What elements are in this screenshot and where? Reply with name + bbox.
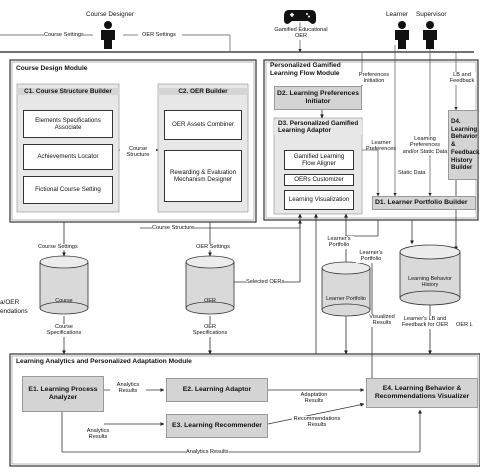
static-data-label: Static Data	[398, 170, 426, 177]
oer-spec-label: OER Specifications	[190, 324, 230, 337]
learners-lb-label: Learner's LB and Feedback for OER	[400, 316, 450, 329]
course-design-module-inner	[11, 61, 255, 221]
course-settings-db-label: Course Settings	[38, 244, 78, 251]
learner-label: Learner	[386, 11, 409, 18]
analytics-results-label: Analytics Results	[110, 382, 146, 395]
flow-module-frame	[263, 59, 479, 221]
course-structure-mid-label: Course Structure	[120, 146, 156, 159]
flow-module-title-line2: Learning Flow Module	[270, 70, 340, 77]
gamepad-icon	[284, 10, 316, 24]
course-db-label: Course	[55, 298, 73, 304]
recommendations-results-label: Recommendations Results	[292, 416, 342, 429]
oer-l-label: OER L	[456, 322, 473, 328]
course-structure-long-label: Course Structure	[152, 225, 195, 232]
oer-db-icon	[185, 255, 235, 315]
course-settings-top-label: Course Settings	[44, 32, 84, 39]
history-db-label: Learning Behavior History	[408, 276, 452, 289]
analytics-module-frame	[9, 353, 480, 467]
c1-item-fictional: Fictional Course Setting	[23, 176, 113, 204]
lb-feedback-top-label: LB and Feedback	[448, 72, 476, 85]
d3-header: D3. Personalized Gamified Learning Adapt…	[274, 120, 362, 135]
learner-preferences-label: Learner Preferences	[365, 140, 397, 153]
left-cut-label: a/OER	[0, 299, 20, 306]
d4-box: D4. Learning Behavior & Feedback History…	[448, 110, 480, 180]
d2-box: D2. Learning Preferences Initiator	[274, 86, 362, 110]
history-db-icon	[399, 244, 461, 306]
d3-item-visualization: Learning Visualization	[284, 190, 354, 210]
learners-portfolio-label-b: Learner's Portfolio	[356, 250, 386, 263]
e3-box: E3. Learning Recommender	[166, 414, 268, 438]
learners-portfolio-label-a: Learner's Portfolio	[324, 236, 354, 249]
portfolio-db-label: Learner Portfolio	[326, 296, 366, 302]
e4-box: E4. Learning Behavior & Recommendations …	[366, 378, 478, 408]
e1-box: E1. Learning Process Analyzer	[22, 376, 104, 412]
c2-header: C2. OER Builder	[158, 88, 248, 96]
course-spec-label: Course Specifications	[44, 324, 84, 337]
course-db-icon	[39, 255, 89, 315]
d3-item-customizer: OERs Customizer	[284, 174, 354, 186]
left-cut-label-2: endations	[0, 308, 28, 315]
learning-preferences-static-label: Learning Preferences and/or Static Data	[402, 136, 448, 156]
analytics-module-inner	[11, 355, 479, 465]
e3-to-e4-arrow	[267, 402, 365, 425]
visualized-results-label: Visualized Results	[366, 314, 398, 327]
oer-settings-db-label: OER Settings	[196, 244, 230, 251]
analytics-results-bottom-label: Analytics Results	[186, 449, 229, 456]
analytics-results-label-2: Analytics Results	[80, 428, 116, 441]
learner-icon	[395, 21, 409, 49]
selected-oers-label: Selected OERs	[246, 279, 285, 286]
d1-box: D1. Learner Portfolio Builder	[372, 196, 476, 210]
portfolio-db-icon	[321, 261, 371, 317]
c2-item-assets: OER Assets Combiner	[164, 110, 242, 140]
oer-db-label: OER	[204, 298, 216, 304]
d3-item-aligner: Gamified Learning Flow Aligner	[284, 150, 354, 170]
c1-item-achievements: Achievements Locator	[23, 144, 113, 170]
course-design-module-title: Course Design Module	[16, 65, 88, 72]
preferences-initiation-label: Preferences Initiation	[356, 72, 392, 85]
course-designer-label: Course Designer	[86, 11, 134, 18]
c1-header: C1. Course Structure Builder	[17, 88, 119, 96]
adaptation-results-label: Adaptation Results	[296, 392, 332, 405]
c2-item-rewarding: Rewarding & Evaluation Mechanism Designe…	[164, 150, 242, 202]
course-design-module-frame	[9, 59, 257, 223]
analytics-module-title: Learning Analytics and Personalized Adap…	[16, 358, 192, 365]
e2-box: E2. Learning Adaptor	[166, 378, 268, 402]
supervisor-label: Supervisor	[416, 11, 447, 18]
oer-settings-top-label: OER Settings	[142, 32, 176, 39]
gamified-oer-label: Gamified Educational OER	[270, 27, 332, 40]
c1-item-elements: Elements Specifications Associate	[23, 110, 113, 138]
course-designer-icon	[101, 21, 115, 49]
supervisor-icon	[423, 21, 437, 49]
flow-module-title-line1: Personalized Gamified	[270, 62, 341, 69]
